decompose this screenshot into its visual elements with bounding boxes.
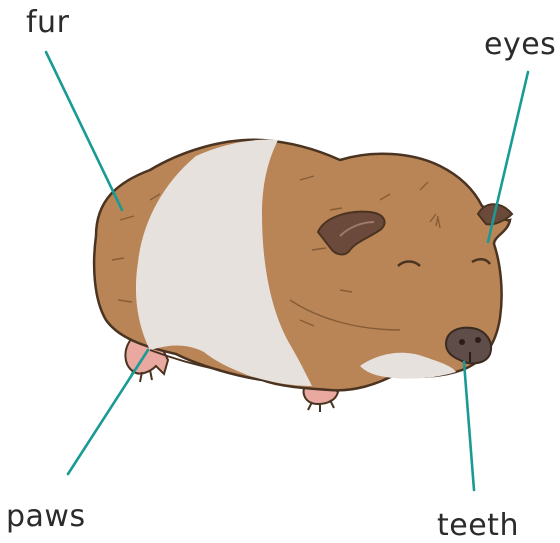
label-paws: paws [6,502,86,532]
paws-leader-line [68,350,148,474]
label-eyes: eyes [484,30,556,60]
fur-leader-line [46,52,122,210]
teeth-leader-line [464,362,474,490]
guinea-pig-illustration [94,140,512,412]
label-fur: fur [26,8,69,38]
